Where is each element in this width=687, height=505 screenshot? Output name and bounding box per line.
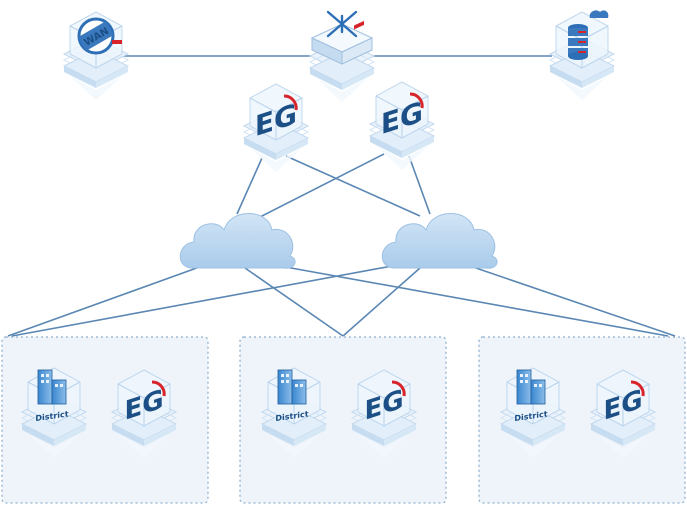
eg-gateway-node-right: EG <box>369 81 435 171</box>
link-cloud-right-zone3 <box>469 265 676 337</box>
eg-gateway-node: EG <box>590 369 656 459</box>
district-node: District <box>261 367 327 459</box>
wan-icon: WAN <box>77 17 122 55</box>
link-eg-right-cloud-right <box>408 155 431 215</box>
link-cloud-left-zone1 <box>7 264 206 337</box>
link-cloud-left-zone3 <box>279 265 669 337</box>
link-cloud-right-zone1 <box>11 265 393 337</box>
link-eg-left-cloud-left <box>236 157 263 215</box>
cloud-database-node <box>549 10 615 101</box>
link-cloud-right-zone2 <box>342 267 421 337</box>
connection-lines <box>7 55 676 337</box>
district-node: District <box>21 367 87 459</box>
core-switch-node <box>309 10 375 103</box>
eg-gateway-node-left: EG <box>243 83 309 173</box>
link-eg-left-cloud-right <box>285 155 421 217</box>
eg-gateway-node: EG <box>351 369 417 459</box>
cloud-database-icon <box>568 10 609 60</box>
district-node: District <box>500 367 566 459</box>
link-eg-right-cloud-left <box>253 153 385 221</box>
cloud-icon <box>381 213 498 269</box>
cloud-icon <box>179 213 296 269</box>
wan-router-node: WAN <box>63 11 129 101</box>
core-switch-icon <box>310 10 374 65</box>
eg-gateway-node: EG <box>111 369 177 459</box>
link-cloud-left-zone2 <box>244 267 344 337</box>
